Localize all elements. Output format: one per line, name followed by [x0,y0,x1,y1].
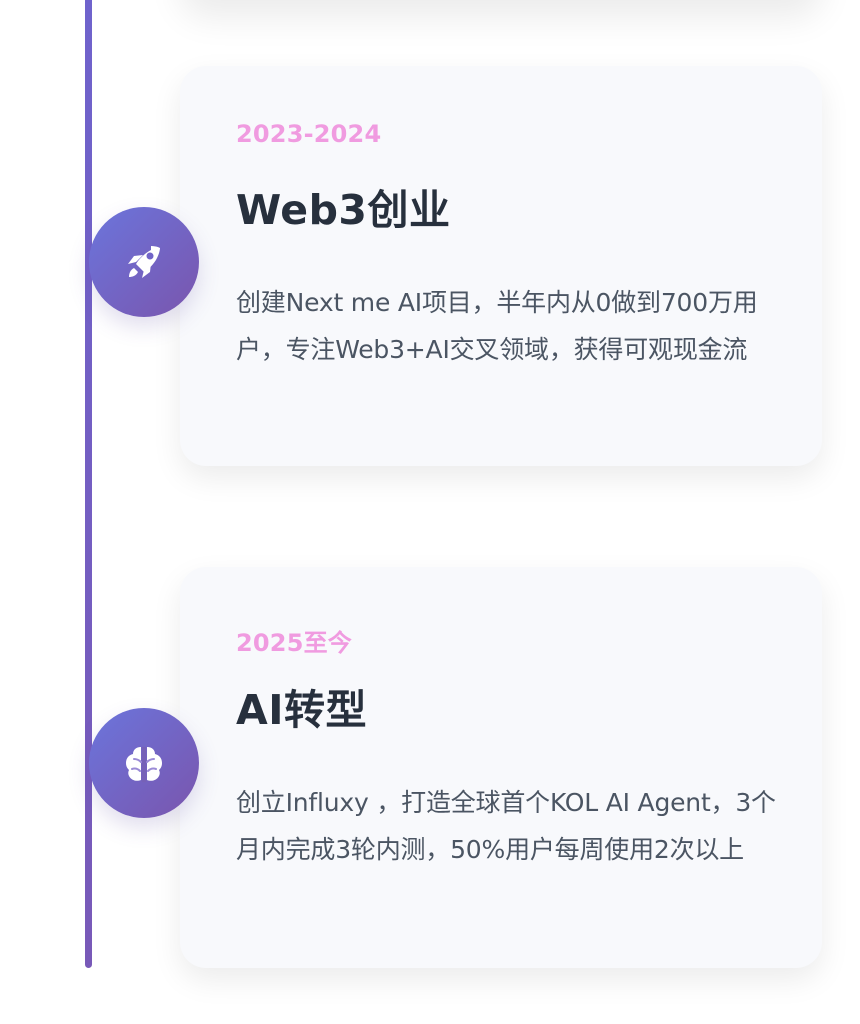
brain-icon [126,746,162,783]
timeline-title: AI转型 [236,686,367,734]
timeline-title: Web3创业 [236,186,451,234]
timeline-description: 创建Next me AI项目，半年内从0做到700万用户，专注Web3+AI交叉… [236,288,758,364]
rocket-icon [128,246,160,278]
timeline-card-ai: 2025至今 AI转型 创立Influxy ，打造全球首个KOL AI Agen… [180,567,822,968]
timeline-node-brain [89,708,199,818]
timeline-date: 2025至今 [236,629,352,657]
timeline-line [85,0,92,968]
timeline-node-rocket [89,207,199,317]
timeline-card-web3: 2023-2024 Web3创业 创建Next me AI项目，半年内从0做到7… [180,66,822,466]
timeline-date: 2023-2024 [236,120,382,148]
timeline-description: 创立Influxy ，打造全球首个KOL AI Agent，3个月内完成3轮内测… [236,788,776,864]
